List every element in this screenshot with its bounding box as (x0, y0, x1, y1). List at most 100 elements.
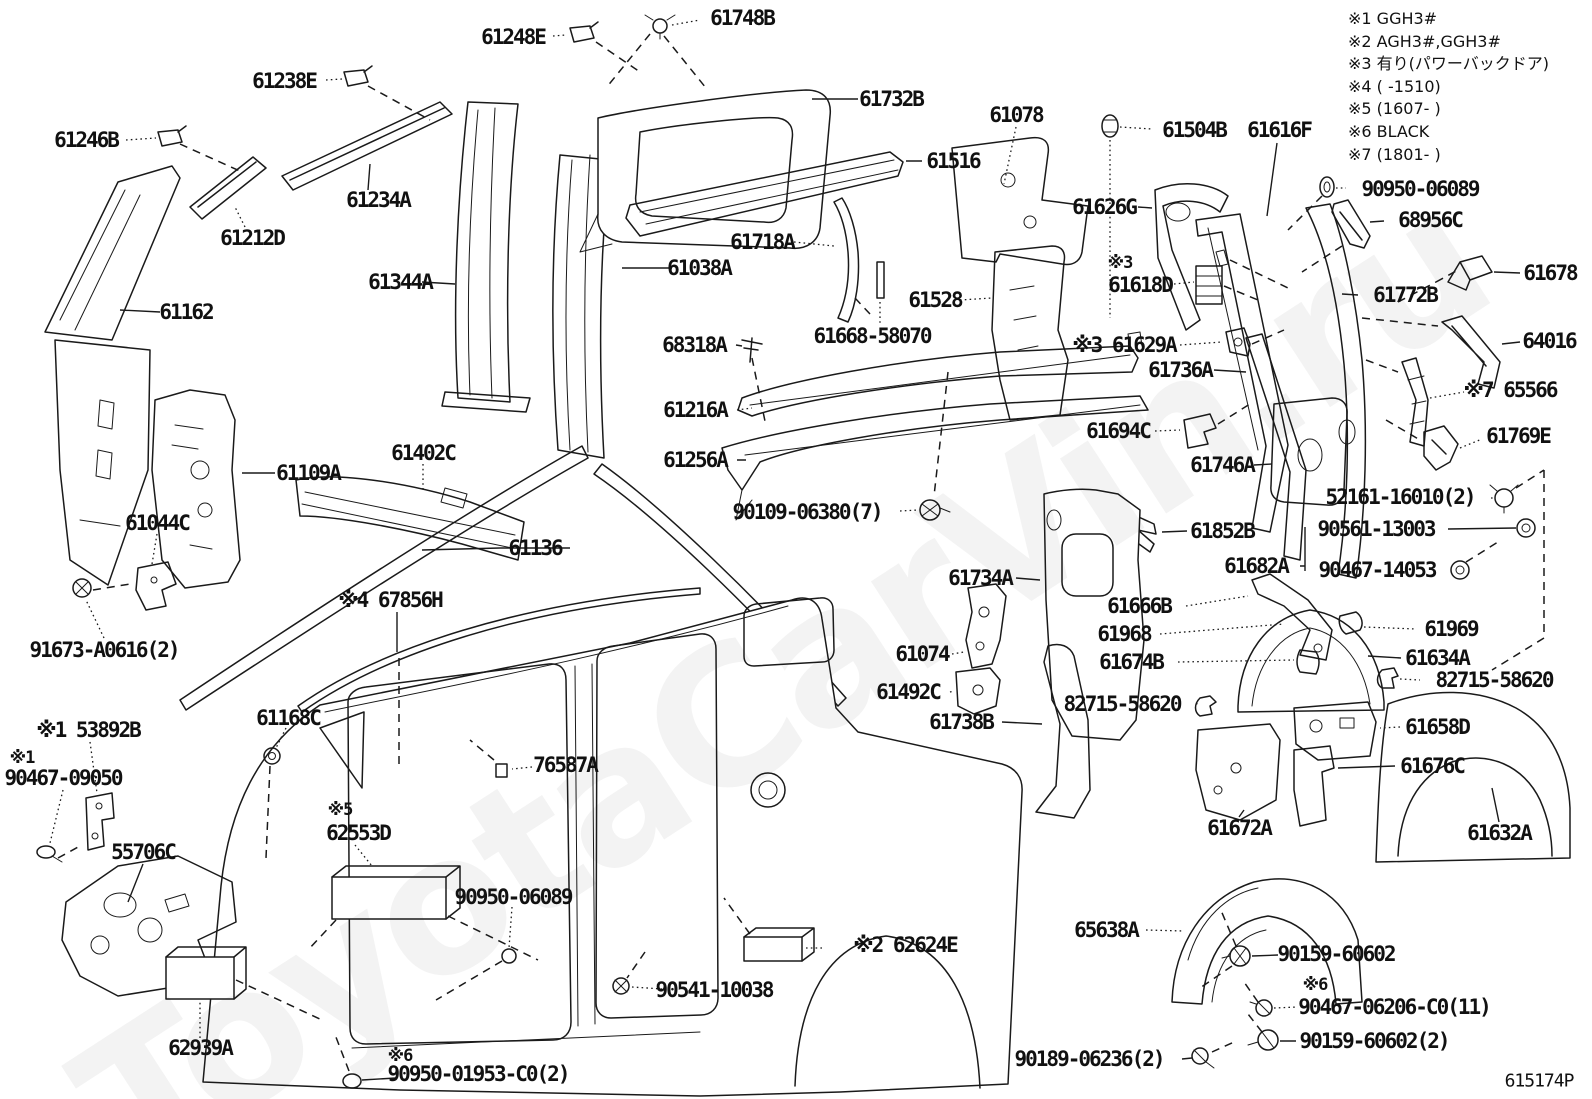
part-label: 52161-16010(2) (1325, 485, 1476, 509)
part-label: 61504B (1162, 118, 1228, 142)
part-label: 61769E (1486, 424, 1552, 448)
part-label: 61694C (1086, 419, 1152, 443)
clip-90159-icon (1221, 945, 1251, 967)
part-61676C-bracket (1293, 745, 1335, 827)
part-label: 61666B (1107, 594, 1173, 618)
legend-item: ※6 BLACK (1348, 121, 1430, 141)
part-label: 61682A (1224, 554, 1290, 578)
clip-90159b-icon (1247, 1029, 1279, 1051)
part-label: 82715-58620 (1435, 668, 1554, 692)
part-label: 68956C (1398, 208, 1464, 232)
grommet-90950-06089-center (501, 948, 517, 964)
part-label: ※5 (327, 800, 354, 820)
part-label: ※2 62624E (853, 933, 959, 957)
bolt-90109-icon (919, 499, 951, 521)
part-label: 55706C (111, 840, 177, 864)
part-label: 62939A (168, 1036, 234, 1060)
clip-76587A (495, 763, 508, 778)
left-pillar-assembly (44, 165, 181, 586)
part-61109A-cowl-inner (151, 389, 241, 589)
part-label: 61162 (159, 300, 214, 324)
grommet-90561-icon (1516, 518, 1536, 538)
pin-68318A-icon (741, 337, 763, 363)
part-61256A-sill (721, 395, 1149, 521)
part-label: 82715-58620 (1063, 692, 1182, 716)
part-label: 90159-60602(2) (1299, 1029, 1450, 1053)
part-61666B-cluster (1251, 573, 1333, 675)
part-label: 90950-01953-C0(2) (387, 1062, 571, 1086)
clamp-61248E-icon (569, 21, 599, 43)
part-61212D-rail (189, 156, 267, 220)
grommet-61168C (263, 747, 281, 765)
pin-90467-09050 (36, 845, 63, 863)
part-label: 61968 (1097, 622, 1152, 646)
part-label: 61672A (1207, 816, 1273, 840)
part-62624E-box (743, 927, 815, 962)
part-label: 61746A (1190, 453, 1256, 477)
part-61038A-pillar (552, 154, 611, 459)
part-label: 61238E (252, 69, 318, 93)
grommet-90950-01953 (342, 1073, 362, 1089)
dashed-lines (57, 33, 1545, 1072)
roof-side-rail (593, 463, 847, 707)
bolt-90541 (612, 977, 630, 995)
part-61736A-strip (1245, 333, 1307, 561)
part-label: 61969 (1424, 617, 1479, 641)
part-label: 61718A (730, 230, 796, 254)
clip-90467-06206-icon (1249, 999, 1273, 1017)
part-label: 61734A (948, 566, 1014, 590)
part-61626G-pillar (1154, 183, 1229, 331)
part-61344A-pillar (441, 101, 531, 413)
part-61078-panel (951, 136, 1089, 266)
part-62939A-box (165, 946, 247, 1000)
part-61074-bracket (965, 583, 1007, 669)
part-label: 61074 (895, 642, 950, 666)
part-label: 61248E (481, 25, 547, 49)
part-label: 61668-58070 (813, 324, 932, 348)
part-label: 61748B (710, 6, 776, 30)
clip-61618D-icon (1195, 265, 1223, 305)
part-61516-crossmember (625, 151, 904, 237)
legend-notes: ※1 GGH3#※2 AGH3#,GGH3#※3 有り(パワーバックドア)※4 … (1348, 8, 1549, 166)
part-61746A-panel (1270, 397, 1348, 506)
part-label: 90541-10038 (655, 978, 774, 1002)
part-label: 61038A (667, 256, 733, 280)
part-label: 68318A (662, 333, 728, 357)
legend-item: ※4 ( -1510) (1348, 76, 1441, 96)
part-label: 90561-13003 (1317, 517, 1436, 541)
part-label: 61618D (1108, 273, 1174, 297)
grommet-90467-14053-icon (1450, 560, 1470, 580)
screw-61748B-icon (644, 14, 676, 40)
part-label: 61492C (876, 680, 942, 704)
part-label: 61516 (926, 149, 981, 173)
part-label: 90467-06206-C0(11) (1298, 995, 1492, 1019)
part-label: ※1 (9, 748, 36, 768)
part-65638A-liner (1171, 878, 1363, 1005)
part-label: 62553D (326, 821, 392, 845)
hook-82715-right (1376, 667, 1399, 689)
part-label: 61626G (1072, 195, 1138, 219)
clamp-61246B-icon (157, 125, 187, 147)
part-61492C-bracket (955, 667, 1001, 715)
legend-item: ※5 (1607- ) (1348, 99, 1441, 119)
part-label: 61078 (989, 103, 1044, 127)
part-label: ※4 67856H (338, 588, 444, 612)
pin-91673 (72, 578, 92, 598)
part-61738B-strip (1035, 643, 1091, 819)
part-label: ※3 61629A (1072, 333, 1178, 357)
part-label: 61852B (1190, 519, 1256, 543)
part-61616F-strip (1195, 213, 1289, 533)
part-61044C-bracket (135, 561, 177, 611)
part-label: 61738B (929, 710, 995, 734)
part-label: 61678 (1523, 261, 1578, 285)
part-label: 61632A (1467, 821, 1533, 845)
part-label: 61246B (54, 128, 120, 152)
part-label: 90109-06380(7) (732, 500, 883, 524)
part-label: 90950-06089 (454, 885, 573, 909)
part-label: 61634A (1405, 646, 1471, 670)
part-61718A-strip (833, 197, 860, 323)
leader-lines (49, 19, 1495, 1038)
part-61672A-panel (1195, 723, 1281, 821)
part-label: 65638A (1074, 918, 1140, 942)
